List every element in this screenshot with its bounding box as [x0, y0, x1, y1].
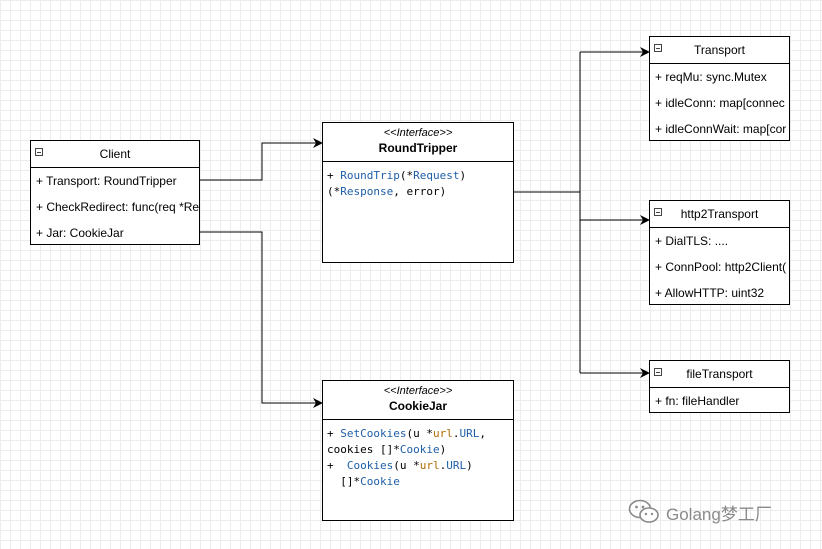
transport-class-title: Transport	[694, 43, 745, 57]
http2transport-class-title: http2Transport	[680, 207, 759, 221]
client-class-title: Client	[99, 147, 131, 161]
http2transport-field: + AllowHTTP: uint32	[655, 286, 765, 300]
method-text: cookies []*	[327, 443, 400, 456]
client-field: + Jar: CookieJar	[36, 226, 124, 240]
method-package: url	[419, 459, 440, 472]
method-text: .	[439, 459, 447, 472]
filetransport-class[interactable]: fileTransport + fn: fileHandler	[649, 360, 790, 413]
method-text: ,	[479, 427, 486, 440]
method-text: []*	[327, 475, 361, 488]
cookiejar-methods: + SetCookies(u *url.URL, cookies []*Cook…	[323, 420, 513, 496]
cookiejar-interface[interactable]: <<Interface>> CookieJar + SetCookies(u *…	[322, 380, 514, 521]
watermark-text: Golang梦工厂	[666, 504, 772, 524]
watermark: Golang梦工厂	[628, 499, 772, 525]
roundtripper-stereotype: <<Interface>>	[383, 127, 453, 139]
method-type: Response	[340, 185, 394, 198]
transport-class[interactable]: Transport + reqMu: sync.Mutex + idleConn…	[649, 36, 790, 141]
method-text: .	[452, 427, 460, 440]
method-prefix: +	[327, 169, 341, 182]
method-type: URL	[459, 427, 480, 440]
client-class-header: Client	[31, 141, 199, 168]
collapse-icon[interactable]	[35, 148, 43, 156]
collapse-icon[interactable]	[654, 44, 662, 52]
http2transport-field: + DialTLS: ....	[655, 234, 729, 248]
method-text: (*	[327, 185, 341, 198]
client-class[interactable]: Client + Transport: RoundTripper + Check…	[30, 140, 200, 245]
method-text: (*	[399, 169, 414, 182]
method-text: )	[439, 443, 447, 456]
method-name: RoundTrip	[340, 169, 400, 182]
method-type: Request	[413, 169, 460, 182]
filetransport-field: + fn: fileHandler	[655, 394, 740, 408]
cookiejar-stereotype: <<Interface>>	[383, 385, 453, 397]
method-text: (u *	[393, 459, 420, 472]
method-type: Cookie	[360, 475, 400, 488]
wechat-icon	[628, 499, 659, 523]
method-package: url	[432, 427, 453, 440]
method-text: (u *	[406, 427, 433, 440]
cookiejar-header: <<Interface>> CookieJar	[323, 381, 513, 420]
collapse-icon[interactable]	[654, 208, 662, 216]
roundtripper-interface[interactable]: <<Interface>> RoundTripper + RoundTrip(*…	[322, 122, 514, 263]
transport-field: + reqMu: sync.Mutex	[655, 70, 767, 84]
method-text: , error)	[393, 185, 447, 198]
roundtripper-method: + RoundTrip(*Request) (*Response, error)	[323, 162, 513, 206]
method-text: )	[466, 459, 473, 472]
transport-field: + idleConn: map[connec	[655, 96, 785, 110]
http2transport-field: + ConnPool: http2Client(	[655, 260, 787, 274]
method-type: Cookie	[399, 443, 440, 456]
http2transport-class[interactable]: http2Transport + DialTLS: .... + ConnPoo…	[649, 200, 790, 305]
method-name: Cookies	[346, 459, 394, 472]
roundtripper-title: RoundTripper	[378, 141, 458, 155]
roundtripper-header: <<Interface>> RoundTripper	[323, 123, 513, 162]
method-prefix: +	[327, 427, 341, 440]
method-prefix: +	[327, 459, 347, 472]
filetransport-class-header: fileTransport	[650, 361, 789, 388]
cookiejar-title: CookieJar	[388, 399, 448, 413]
client-field: + Transport: RoundTripper	[36, 174, 177, 188]
filetransport-class-title: fileTransport	[686, 367, 753, 381]
method-type: URL	[446, 459, 467, 472]
connector-client-roundtripper	[200, 138, 323, 181]
transport-class-header: Transport	[650, 37, 789, 64]
transport-field: + idleConnWait: map[cor	[655, 122, 787, 136]
collapse-icon[interactable]	[654, 368, 662, 376]
method-text: )	[459, 169, 467, 182]
client-field: + CheckRedirect: func(req *Re	[36, 200, 199, 214]
method-name: SetCookies	[340, 427, 407, 440]
http2transport-class-header: http2Transport	[650, 201, 789, 228]
connector-client-cookiejar	[200, 231, 323, 408]
